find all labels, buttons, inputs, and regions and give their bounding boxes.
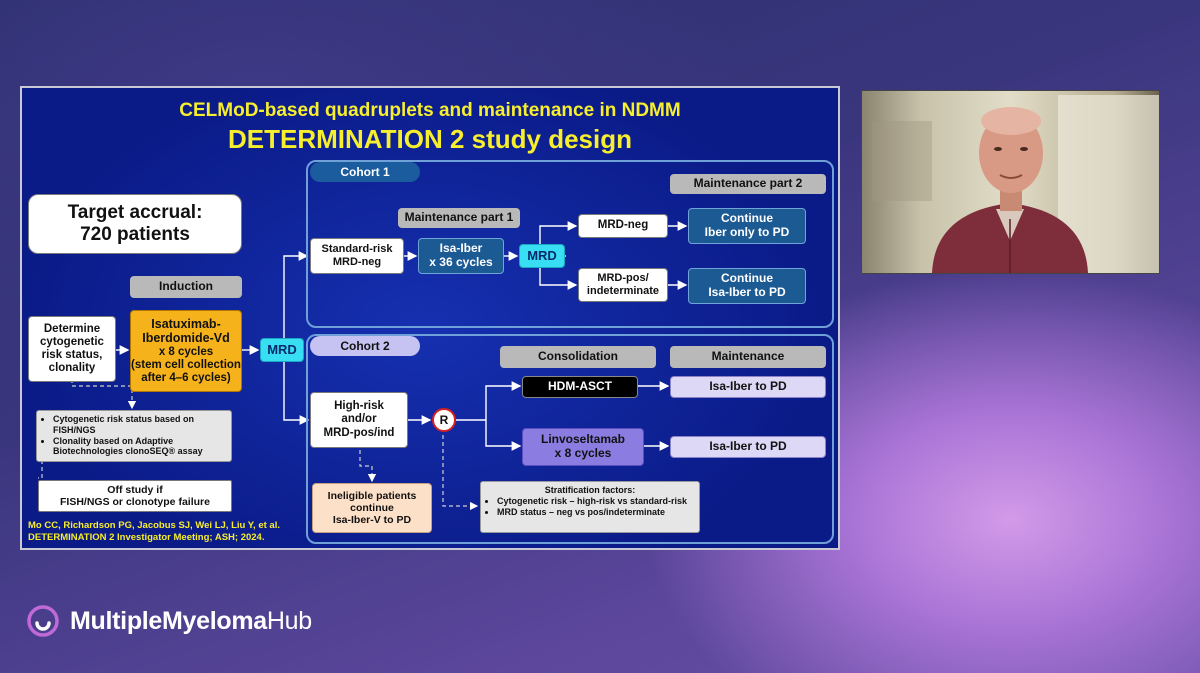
ineligible-box: Ineligible patients continue Isa-Iber-V … <box>312 483 432 533</box>
target-accrual-line2: 720 patients <box>80 224 190 245</box>
high-risk-box: High-risk and/or MRD-pos/ind <box>310 392 408 448</box>
determine-line: risk status, <box>41 349 103 361</box>
standard-risk-line: MRD-neg <box>332 256 382 268</box>
randomization-node: R <box>432 408 456 432</box>
high-risk-line: High-risk <box>334 400 384 413</box>
maintenance-part2-label: Maintenance part 2 <box>670 174 826 194</box>
slide-title-line2: DETERMINATION 2 study design <box>228 124 632 154</box>
regimen-line: after 4–6 cycles) <box>141 371 231 384</box>
reference-citation: Mo CC, Richardson PG, Jacobus SJ, Wei LJ… <box>28 520 328 544</box>
continue-iber-line: Iber only to PD <box>704 225 790 239</box>
strat-item: MRD status – neg vs pos/indeterminate <box>497 507 693 518</box>
slide-title-line1: CELMoD-based quadruplets and maintenance… <box>179 100 681 121</box>
cohort1-tag: Cohort 1 <box>310 162 420 182</box>
regimen-line: Isatuximab- <box>151 316 221 331</box>
determine-line: clonality <box>48 362 96 375</box>
linvoseltamab-box: Linvoseltamab x 8 cycles <box>522 428 644 466</box>
target-accrual-line1: Target accrual: <box>67 202 203 224</box>
determine-line: Determine <box>43 322 101 335</box>
mrd-pos-line: indeterminate <box>586 285 660 297</box>
induction-label: Induction <box>130 276 242 298</box>
determine-risk-box: Determine cytogenetic risk status, clona… <box>28 316 116 382</box>
high-risk-line: and/or <box>341 413 377 426</box>
cohort2-tag: Cohort 2 <box>310 336 420 356</box>
linvo-line: Linvoseltamab <box>540 432 626 447</box>
linvo-line: x 8 cycles <box>554 446 612 460</box>
regimen-line: x 8 cycles <box>158 345 214 358</box>
induction-regimen-box: Isatuximab- Iberdomide-Vd x 8 cycles (st… <box>130 310 242 392</box>
hub-logo-name-bold: MultipleMyeloma <box>70 606 267 635</box>
continue-isa-iber-box: Continue Isa-Iber to PD <box>688 268 806 304</box>
off-study-box: Off study if FISH/NGS or clonotype failu… <box>38 480 232 512</box>
determine-line: cytogenetic <box>40 335 104 348</box>
hdm-asct-box: HDM-ASCT <box>522 376 638 398</box>
standard-risk-box: Standard-risk MRD-neg <box>310 238 404 274</box>
high-risk-line: MRD-pos/ind <box>323 426 395 439</box>
maintenance-part1-label: Maintenance part 1 <box>398 208 520 228</box>
induction-mrd-box: MRD <box>260 338 304 362</box>
reference-line: Mo CC, Richardson PG, Jacobus SJ, Wei LJ… <box>28 520 280 531</box>
presenter-video-image <box>872 95 1159 273</box>
presentation-slide: CELMoD-based quadruplets and maintenance… <box>20 86 840 550</box>
standard-risk-line: Standard-risk <box>321 243 393 256</box>
target-accrual-box: Target accrual: 720 patients <box>28 194 242 254</box>
note-item: Clonality based on Adaptive Biotechnolog… <box>53 436 225 458</box>
cohort1-mrd-box: MRD <box>519 244 565 268</box>
continue-isa-line: Continue <box>721 271 773 286</box>
cohort2-panel <box>306 334 834 544</box>
hub-logo-name-light: Hub <box>266 606 312 635</box>
presenter-webcam-feed <box>861 90 1160 274</box>
hub-logo-icon <box>27 605 59 637</box>
continue-isa-line: Isa-Iber to PD <box>708 285 786 299</box>
isa-iber-line: Isa-Iber <box>439 241 483 256</box>
isa-iber-pd-box-2: Isa-Iber to PD <box>670 436 826 458</box>
note-item: Cytogenetic risk status based on FISH/NG… <box>53 414 225 436</box>
strat-item: Cytogenetic risk – high-risk vs standard… <box>497 496 693 507</box>
off-study-line: FISH/NGS or clonotype failure <box>60 496 210 508</box>
consolidation-label: Consolidation <box>500 346 656 368</box>
cohort2-maintenance-label: Maintenance <box>670 346 826 368</box>
hub-logo-text: MultipleMyelomaHub <box>70 607 312 636</box>
reference-line: DETERMINATION 2 Investigator Meeting; AS… <box>28 531 265 543</box>
off-study-line: Off study if <box>107 483 163 496</box>
mrd-neg-box: MRD-neg <box>578 214 668 238</box>
isa-iber-36-box: Isa-Iber x 36 cycles <box>418 238 504 274</box>
assessment-notes: Cytogenetic risk status based on FISH/NG… <box>36 410 232 462</box>
mrd-pos-line: MRD-pos/ <box>597 272 649 285</box>
continue-iber-box: Continue Iber only to PD <box>688 208 806 244</box>
continue-iber-line: Continue <box>721 211 773 226</box>
isa-iber-line: x 36 cycles <box>429 255 493 269</box>
isa-iber-pd-box-1: Isa-Iber to PD <box>670 376 826 398</box>
ineligible-line: Isa-Iber-V to PD <box>332 514 412 527</box>
stratification-factors-box: Stratification factors: Cytogenetic risk… <box>480 481 700 533</box>
ineligible-line: Ineligible patients <box>327 489 417 502</box>
regimen-line: Iberdomide-Vd <box>142 331 230 346</box>
cohort1-panel <box>306 160 834 328</box>
multiple-myeloma-hub-logo: MultipleMyelomaHub <box>26 604 312 638</box>
strat-title: Stratification factors: <box>544 485 636 495</box>
regimen-line: (stem cell collection <box>131 358 241 371</box>
ineligible-line: continue <box>350 501 394 514</box>
mrd-pos-box: MRD-pos/ indeterminate <box>578 268 668 302</box>
